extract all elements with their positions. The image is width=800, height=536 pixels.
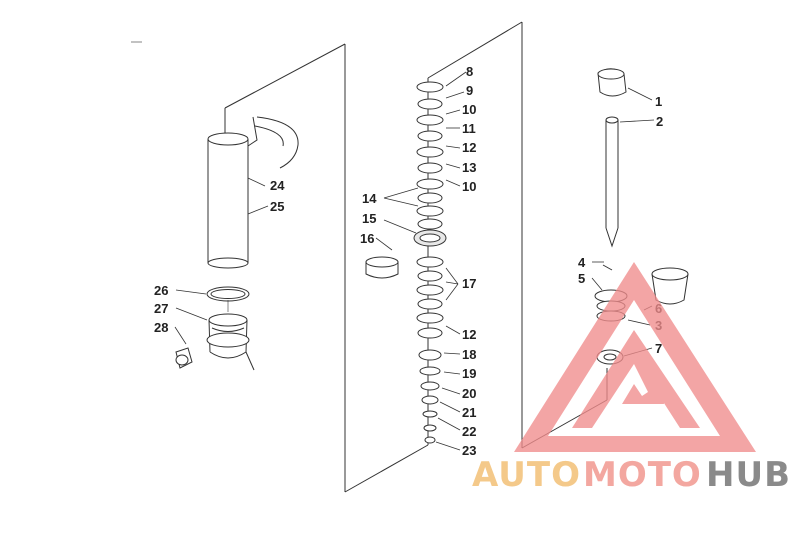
part-label-4: 4 <box>578 255 586 270</box>
part-label-8: 8 <box>466 64 473 79</box>
part-label-12: 12 <box>462 140 476 155</box>
leader-lines <box>174 71 655 451</box>
inner-mark-icon <box>572 330 700 428</box>
part-label-14: 14 <box>362 191 377 206</box>
part-label-19: 19 <box>462 366 476 381</box>
shim-stack <box>365 81 447 444</box>
part-label-5: 5 <box>578 271 585 286</box>
part-label-26: 26 <box>154 283 168 298</box>
part-label-27: 27 <box>154 301 168 316</box>
part-label-21: 21 <box>462 405 476 420</box>
part-label-24: 24 <box>270 178 285 193</box>
part-label-9: 9 <box>466 83 473 98</box>
part-label-13: 13 <box>462 160 476 175</box>
watermark-text: AUTO MOTO HUB <box>472 455 791 495</box>
reservoir-assembly <box>175 116 299 371</box>
part-label-2: 2 <box>656 114 663 129</box>
part-label-17: 17 <box>462 276 476 291</box>
part-label-7: 7 <box>655 341 662 356</box>
part-label-10-lower: 10 <box>462 179 476 194</box>
part-labels: 8 9 10 11 12 13 10 14 15 16 17 12 18 19 … <box>154 64 663 458</box>
part-label-22: 22 <box>462 424 476 439</box>
part-label-12-lower: 12 <box>462 327 476 342</box>
watermark-hub: HUB <box>706 455 791 495</box>
part-label-11: 11 <box>462 121 476 136</box>
watermark-logo <box>514 262 756 452</box>
part-label-25: 25 <box>270 199 284 214</box>
part-label-23: 23 <box>462 443 476 458</box>
part-label-15: 15 <box>362 211 376 226</box>
part-label-18: 18 <box>462 347 476 362</box>
watermark-auto: AUTO <box>472 455 581 495</box>
part-label-16: 16 <box>360 231 374 246</box>
part-label-28: 28 <box>154 320 168 335</box>
part-label-1: 1 <box>655 94 662 109</box>
watermark-moto: MOTO <box>583 455 702 495</box>
part-label-20: 20 <box>462 386 476 401</box>
part-label-10: 10 <box>462 102 476 117</box>
triangle-logo-icon <box>514 262 756 452</box>
